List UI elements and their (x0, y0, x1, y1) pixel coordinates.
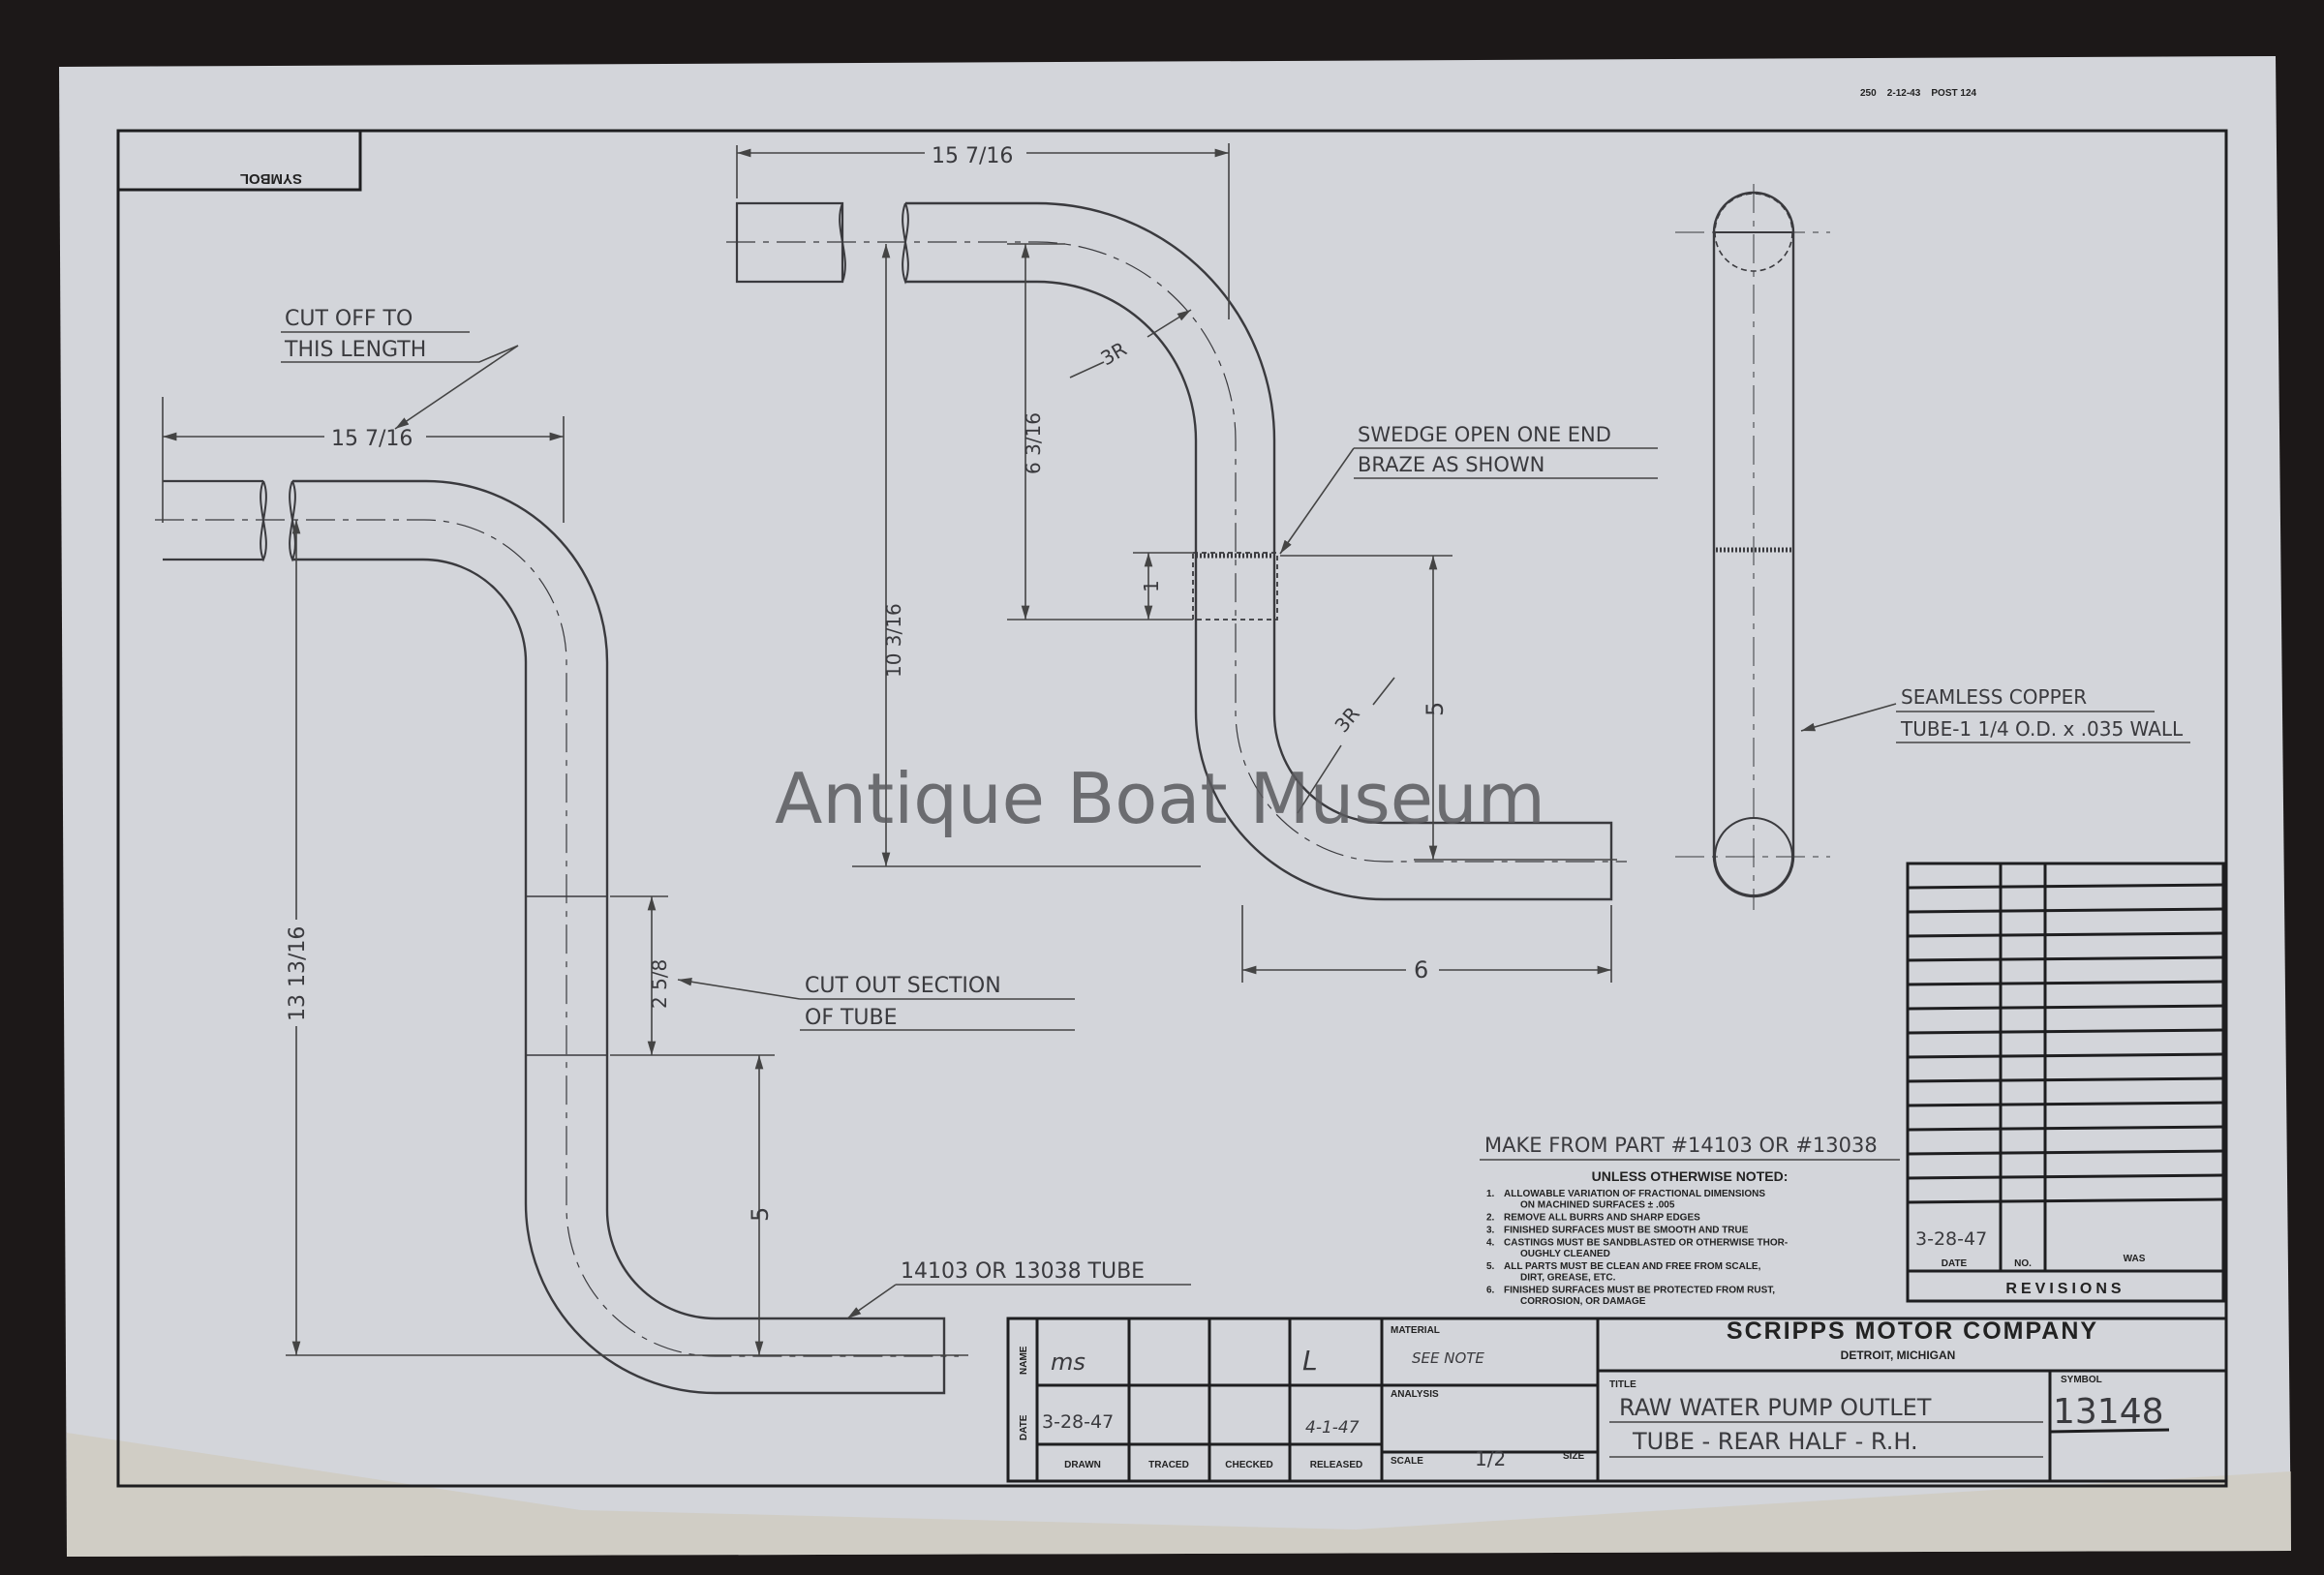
note-line: CASTINGS MUST BE SANDBLASTED OR OTHERWIS… (1504, 1238, 1788, 1249)
revision-row-line (1907, 1125, 2224, 1132)
title-label: TITLE (1609, 1379, 1636, 1390)
paper-stain (67, 1433, 2291, 1557)
revisions-table: 3-28-47 DATE NO. WAS REVISIONS (1906, 862, 2225, 1303)
released-date: 4-1-47 (1305, 1418, 1360, 1438)
center-tube (905, 201, 1613, 901)
print-stamp: 250 2-12-43 POST 124 (1860, 88, 1977, 99)
left-tube-stub (163, 479, 263, 561)
left-tube (292, 479, 946, 1395)
note-line: FINISHED SURFACES MUST BE SMOOTH AND TRU… (1504, 1226, 1749, 1236)
revision-row-line (1907, 1197, 2224, 1204)
cut-out-label-2: OF TUBE (805, 1006, 898, 1030)
center-bottom-length-dim: 6 (1414, 956, 1428, 984)
note-line: DIRT, GREASE, ETC. (1520, 1273, 1616, 1284)
swedge-label-1: SWEDGE OPEN ONE END (1358, 423, 1611, 446)
symbol-corner-label: SYMBOL (240, 170, 302, 187)
center-view: 15 7/16 6 3/16 10 3/16 1 5 6 3R 3R SWEDG… (726, 143, 1658, 984)
note-line: ALLOWABLE VARIATION OF FRACTIONAL DIMENS… (1504, 1189, 1765, 1199)
swedge-label-2: BRAZE AS SHOWN (1358, 453, 1544, 476)
revision-row-line (1907, 931, 2224, 938)
center-upper-height-dim: 6 3/16 (1022, 412, 1045, 474)
center-length-dim: 15 7/16 (932, 144, 1013, 168)
symbol-corner-box (116, 129, 362, 192)
center-total-height-dim: 10 3/16 (882, 603, 905, 678)
note-line: REMOVE ALL BURRS AND SHARP EDGES (1504, 1213, 1700, 1224)
drawing-border (116, 129, 2228, 1488)
title-block: NAME DATE DRAWN TRACED CHECKED RELEASED … (1006, 1317, 2228, 1483)
cut-out-label-1: CUT OUT SECTION (805, 974, 1001, 998)
company-name: SCRIPPS MOTOR COMPANY (1727, 1318, 2098, 1345)
center-centerline (726, 241, 1627, 863)
make-from-note: MAKE FROM PART #14103 OR #13038 (1484, 1134, 1878, 1157)
size-label: SIZE (1563, 1451, 1585, 1462)
left-lower-dim: 5 (747, 1207, 774, 1222)
notes-heading: UNLESS OTHERWISE NOTED: (1592, 1168, 1789, 1184)
center-lower-height-dim: 5 (1422, 702, 1449, 716)
revision-row-line (1907, 1004, 2224, 1011)
drawn-label: DRAWN (1064, 1460, 1101, 1470)
revision-row-line (1907, 1101, 2224, 1107)
note-line: CORROSION, OR DAMAGE (1520, 1296, 1646, 1307)
material-value: SEE NOTE (1412, 1349, 1484, 1367)
note-line: ALL PARTS MUST BE CLEAN AND FREE FROM SC… (1504, 1261, 1761, 1272)
note-line: ON MACHINED SURFACES ± .005 (1520, 1200, 1675, 1211)
tube-label: 14103 OR 13038 TUBE (901, 1259, 1145, 1284)
row-date-label: DATE (1019, 1414, 1029, 1440)
revision-entry-date: 3-28-47 (1915, 1228, 1987, 1250)
revision-col-no: NO. (2014, 1258, 2032, 1269)
symbol-value: 13148 (2053, 1392, 2164, 1432)
note-number: 1. (1486, 1189, 1495, 1199)
released-label: RELEASED (1310, 1460, 1362, 1470)
revision-row-line (1907, 1052, 2224, 1059)
revision-row-line (1907, 1028, 2224, 1035)
paper (59, 56, 2291, 1557)
revision-row-line (1907, 1173, 2224, 1180)
left-view: 15 7/16 13 13/16 2 5/8 5 CUT OFF TO THIS… (155, 307, 1191, 1395)
material-note-2: TUBE-1 1/4 O.D. x .035 WALL (1900, 717, 2184, 741)
note-number: 5. (1486, 1261, 1495, 1272)
cut-section (525, 896, 608, 1055)
drawn-name: ms (1051, 1348, 1086, 1376)
revision-row-line (1907, 907, 2224, 914)
center-sleeve-dim: 1 (1140, 580, 1163, 592)
revision-row-line (1907, 1076, 2224, 1083)
revision-row-line (1907, 955, 2224, 962)
material-note-1: SEAMLESS COPPER (1901, 685, 2087, 709)
swedge-sleeve (1192, 552, 1278, 621)
checked-label: CHECKED (1225, 1460, 1272, 1470)
analysis-label: ANALYSIS (1391, 1389, 1439, 1400)
company-location: DETROIT, MICHIGAN (1841, 1348, 1956, 1362)
revision-col-date: DATE (1942, 1258, 1968, 1269)
cut-off-label-2: THIS LENGTH (284, 338, 426, 362)
note-number: 2. (1486, 1213, 1495, 1224)
revision-col-was: WAS (2124, 1254, 2146, 1264)
general-notes: MAKE FROM PART #14103 OR #13038 UNLESS O… (1480, 1134, 1900, 1307)
row-name-label: NAME (1019, 1346, 1029, 1375)
released-name: L (1302, 1345, 1318, 1377)
material-label: MATERIAL (1391, 1325, 1440, 1336)
note-number: 6. (1486, 1286, 1495, 1296)
title-line-1: RAW WATER PUMP OUTLET (1619, 1394, 1932, 1421)
watermark: Antique Boat Museum (775, 758, 1545, 839)
scale-value: 1/2 (1475, 1447, 1506, 1470)
traced-label: TRACED (1148, 1460, 1189, 1470)
left-cut-dim: 2 5/8 (648, 959, 671, 1009)
symbol-label: SYMBOL (2061, 1375, 2102, 1385)
title-line-2: TUBE - REAR HALF - R.H. (1632, 1428, 1918, 1455)
left-height-dim: 13 13/16 (286, 926, 310, 1021)
note-number: 4. (1486, 1238, 1495, 1249)
drawn-date: 3-28-47 (1042, 1411, 1114, 1433)
note-line: FINISHED SURFACES MUST BE PROTECTED FROM… (1504, 1286, 1775, 1296)
left-length-dim: 15 7/16 (331, 427, 413, 451)
revision-row-line (1907, 980, 2224, 986)
revision-row-line (1907, 883, 2224, 890)
revision-row-line (1907, 1149, 2224, 1156)
side-view: SEAMLESS COPPER TUBE-1 1/4 O.D. x .035 W… (1675, 184, 2190, 910)
cut-off-label-1: CUT OFF TO (285, 307, 413, 331)
note-number: 3. (1486, 1226, 1495, 1236)
note-line: OUGHLY CLEANED (1520, 1249, 1610, 1259)
revisions-title: REVISIONS (2005, 1281, 2125, 1297)
scale-label: SCALE (1391, 1456, 1423, 1467)
